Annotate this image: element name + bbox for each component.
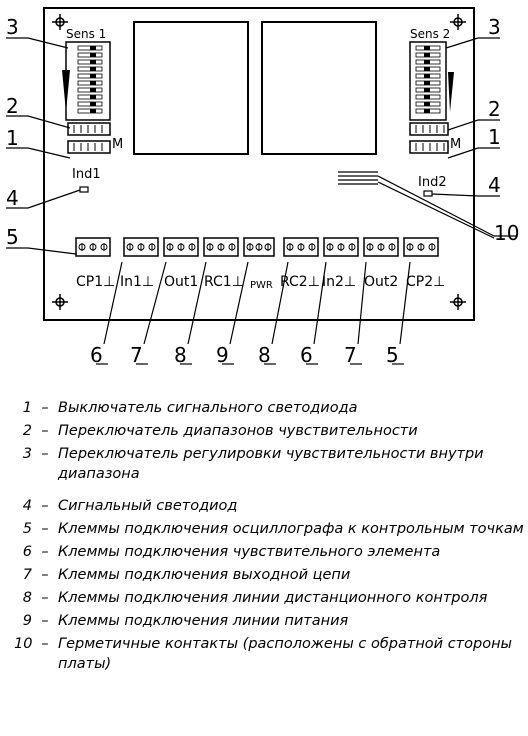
mounting-hole-icon [450, 14, 466, 30]
callout-right: 2 [488, 97, 501, 121]
terminal-label: In1⊥ [120, 274, 154, 290]
relay-component [133, 21, 249, 155]
led-switch-1 [67, 140, 111, 154]
sens1-triangle-icon [62, 70, 70, 112]
mounting-hole-icon [52, 14, 68, 30]
terminal-block [203, 237, 239, 257]
terminal-label: Out2 [364, 274, 398, 290]
terminal-blocks: CP1⊥ In1⊥ Out1 RC1⊥ RC2⊥In2⊥ Out2 CP2⊥ [75, 237, 445, 290]
legend-item: 2–Переключатель диапазонов чувствительно… [22, 423, 418, 439]
callout-left: 2 [6, 94, 19, 118]
callout-right: 3 [488, 15, 501, 39]
callout-right: 4 [488, 173, 501, 197]
terminal-block [363, 237, 399, 257]
legend-item: 10–Герметичные контакты (расположены с о… [14, 636, 513, 672]
board-outline [43, 7, 475, 321]
terminal-block [163, 237, 199, 257]
terminal-label: CP2⊥ [406, 274, 445, 290]
callout-bottom: 7 [130, 343, 143, 367]
terminal-block [403, 237, 439, 257]
callout-left: 4 [6, 186, 19, 210]
callout-bottom: 8 [258, 343, 271, 367]
legend: 1–Выключатель сигнального светодиода 2–П… [14, 398, 524, 680]
legend-item: 4–Сигнальный светодиод [22, 498, 238, 514]
range-switch-1 [67, 122, 111, 136]
sens2-switch [409, 41, 447, 121]
legend-item: 3–Переключатель регулировки чувствительн… [22, 446, 484, 482]
reed-contacts-icon [338, 171, 378, 185]
terminal-block [323, 237, 359, 257]
range-switch-2 [409, 122, 449, 136]
m-label: M [112, 137, 123, 152]
mounting-hole-icon [450, 294, 466, 310]
m-label-2: M [450, 137, 461, 152]
sens1-switch-positions [77, 45, 103, 114]
mounting-hole-icon [52, 294, 68, 310]
led-2-icon [423, 190, 433, 197]
ind2-label: Ind2 [418, 175, 447, 190]
terminal-label: CP1⊥ [76, 274, 115, 290]
sens1-label: Sens 1 [66, 27, 106, 41]
terminal-block [123, 237, 159, 257]
pwr-label: PWR [250, 280, 273, 291]
callout-bottom: 6 [90, 343, 103, 367]
legend-item: 6–Клеммы подключения чувствительного эле… [22, 544, 441, 560]
callout-bottom: 6 [300, 343, 313, 367]
legend-item: 9–Клеммы подключения линии питания [22, 613, 349, 629]
led-switch-2 [409, 140, 449, 154]
callout-left: 1 [6, 126, 19, 150]
callout-left: 3 [6, 15, 19, 39]
terminal-label: Out1 [164, 274, 198, 290]
legend-item: 7–Клеммы подключения выходной цепи [22, 567, 351, 583]
sens2-label: Sens 2 [410, 27, 450, 41]
terminal-block [243, 237, 275, 257]
ind1-label: Ind1 [72, 167, 101, 182]
terminal-block [283, 237, 319, 257]
callout-right: 10 [494, 221, 519, 245]
callout-bottom: 8 [174, 343, 187, 367]
terminal-label: RC2⊥ [280, 274, 320, 290]
relay-component [261, 21, 377, 155]
terminal-block [75, 237, 111, 257]
callout-right: 1 [488, 125, 501, 149]
callout-left: 5 [6, 225, 19, 249]
sens2-switch-positions [415, 45, 441, 114]
callout-bottom: 9 [216, 343, 229, 367]
legend-item: 5–Клеммы подключения осциллографа к конт… [22, 521, 524, 537]
terminal-label: In2⊥ [322, 274, 356, 290]
legend-item: 8–Клеммы подключения линии дистанционног… [22, 590, 488, 606]
terminal-label: RC1⊥ [204, 274, 244, 290]
callout-bottom: 5 [386, 343, 399, 367]
sens2-triangle-icon [448, 72, 454, 112]
legend-item: 1–Выключатель сигнального светодиода [22, 400, 358, 416]
board-diagram: Sens 1 M Ind1 Sens 2 M Ind2 CP1⊥ In1⊥ Out1… [6, 7, 519, 367]
callout-bottom: 7 [344, 343, 357, 367]
led-1-icon [79, 186, 89, 193]
